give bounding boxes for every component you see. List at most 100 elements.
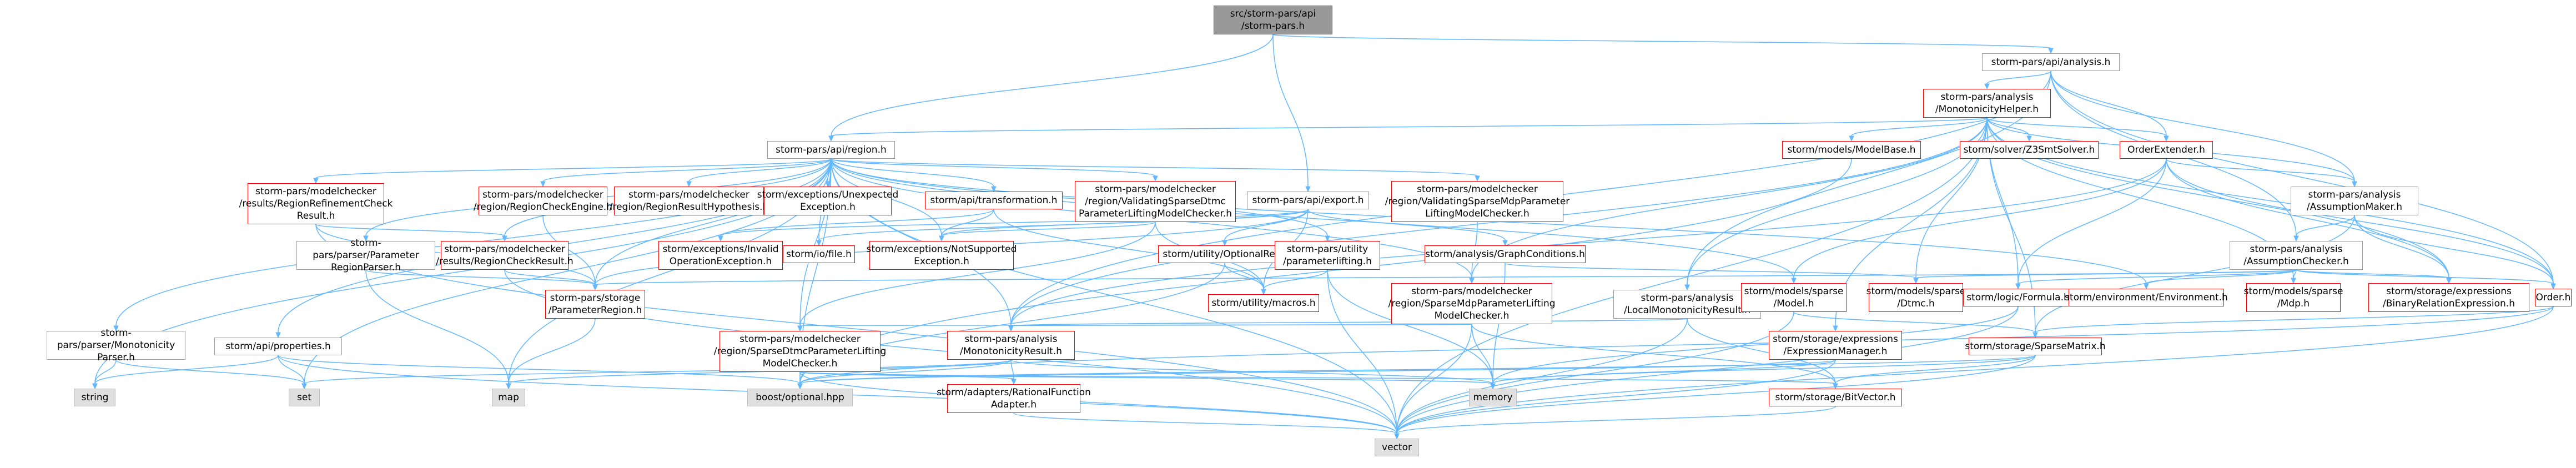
dependency-arrowhead [313,178,319,184]
dependency-arrowhead [1984,83,1990,90]
node-vector[interactable]: vector [1375,439,1419,456]
node-model-base[interactable]: storm/models/ModelBase.h [1782,141,1921,159]
dependency-edge [1010,359,1014,380]
node-io-file-h[interactable]: storm/io/file.h [783,245,855,263]
node-boost-optional[interactable]: boost/optional.hpp [747,389,853,406]
dependency-arrowhead [592,284,598,291]
node-logic-formula[interactable]: storm/logic/Formula.h [1963,289,2073,306]
dependency-arrowhead [1913,278,1919,284]
node-map[interactable]: map [492,389,525,406]
node-parameter-region[interactable]: storm-pars/storage /ParameterRegion.h [545,290,645,319]
dependency-edge [2296,215,2355,236]
dependency-edge [799,359,1012,384]
node-api-region-h[interactable]: storm-pars/api/region.h [767,141,895,159]
node-binary-relation-expression[interactable]: storm/storage/expressions /BinaryRelatio… [2368,283,2529,312]
dependency-edge [831,117,1988,137]
dependency-arrowhead [502,235,507,242]
dependency-edge [2293,269,2297,279]
node-order-h[interactable]: Order.h [2535,289,2572,306]
node-transformation-h[interactable]: storm/api/transformation.h [925,192,1063,209]
dependency-edge [1835,355,2036,384]
node-assumption-maker[interactable]: storm-pars/analysis /AssumptionMaker.h [2291,187,2418,215]
node-invalid-operation-exception[interactable]: storm/exceptions/Invalid OperationExcept… [658,241,783,270]
dependency-edge [720,209,1309,236]
dependency-edge [831,158,1794,279]
dependency-edge [94,355,279,384]
dependency-arrowhead [2032,332,2038,339]
dependency-arrowhead [363,235,369,242]
node-monotonicity-parser[interactable]: storm-pars/parser/Monotonicity Parser.h [47,328,185,363]
dependency-edge [1851,117,1988,137]
dependency-edge [2050,71,2554,284]
dependency-edge [2035,215,2355,333]
dependency-arrowhead [797,383,803,390]
node-optional-ref[interactable]: storm/utility/OptionalRef.h [1158,245,1291,263]
dependency-edge [115,359,305,384]
dependency-arrowhead [2446,278,2452,284]
dependency-arrowhead [1305,186,1311,193]
node-parameter-lifting[interactable]: storm-pars/utility /parameterlifting.h [1275,241,1380,270]
dependency-arrowhead [828,135,834,142]
dependency-edge [941,209,1309,236]
node-rational-function-adapter[interactable]: storm/adapters/RationalFunction Adapter.… [937,384,1091,413]
node-sparse-matrix[interactable]: storm/storage/SparseMatrix.h [1965,338,2106,355]
node-region-check-result[interactable]: storm-pars/modelchecker /results/RegionC… [436,241,573,270]
node-string[interactable]: string [74,389,115,406]
node-not-supported-exception[interactable]: storm/exceptions/NotSupported Exception.… [867,241,1017,270]
node-local-monotonicity-result[interactable]: storm-pars/analysis /LocalMonotonicityRe… [1613,290,1761,319]
node-refinement-check-result[interactable]: storm-pars/modelchecker /results/RegionR… [239,183,393,224]
dependency-edge [1224,209,1309,241]
node-sparse-model[interactable]: storm/models/sparse /Model.h [1741,283,1847,312]
node-utility-macros[interactable]: storm/utility/macros.h [1208,294,1319,312]
node-api-export-h[interactable]: storm-pars/api/export.h [1247,192,1369,209]
node-sparse-mdp[interactable]: storm/models/sparse /Mdp.h [2244,283,2343,312]
node-validating-dtmc-checker[interactable]: storm-pars/modelchecker /region/Validati… [1075,181,1236,222]
node-expression-manager[interactable]: storm/storage/expressions /ExpressionMan… [1769,331,1902,360]
node-root-storm-pars-h[interactable]: src/storm-pars/api /storm-pars.h [1214,6,1332,34]
node-sparse-dtmc-lifting-checker[interactable]: storm-pars/modelchecker /region/SparseDt… [714,331,886,372]
node-region-result-hypothesis[interactable]: storm-pars/modelchecker /region/RegionRe… [610,187,768,215]
node-set[interactable]: set [289,389,320,406]
dependency-arrowhead [2048,48,2054,54]
dependency-arrowhead [1833,325,1838,332]
dependency-edge [941,209,994,236]
dependency-arrowhead [1153,175,1158,182]
node-environment[interactable]: storm/environment/Environment.h [2065,289,2228,306]
node-monotonicity-result[interactable]: storm-pars/analysis /MonotonicityResult.… [947,331,1075,360]
dependency-arrowhead [2164,135,2169,142]
node-api-properties-h[interactable]: storm/api/properties.h [214,338,342,355]
dependency-edge [278,355,305,384]
node-validating-mdp-checker[interactable]: storm-pars/modelchecker /region/Validati… [1385,181,1569,222]
node-bit-vector[interactable]: storm/storage/BitVector.h [1769,389,1902,406]
dependency-arrowhead [92,383,98,390]
dependency-edge [688,158,832,182]
node-sparse-mdp-lifting-checker[interactable]: storm-pars/modelchecker /region/SparseMd… [1388,283,1556,324]
node-api-analysis-h[interactable]: storm-pars/api/analysis.h [1982,53,2120,71]
dependency-arrowhead [686,181,692,188]
node-order-extender[interactable]: OrderExtender.h [2120,141,2213,159]
node-graph-conditions[interactable]: storm/analysis/GraphConditions.h [1425,245,1586,263]
node-z3-solver[interactable]: storm/solver/Z3SmtSolver.h [1960,141,2099,159]
dependency-edge [831,34,1274,137]
dependency-arrowhead [2550,283,2556,290]
dependency-edge [504,269,596,285]
dependency-edge [1492,355,2036,384]
node-unexpected-exception[interactable]: storm/exceptions/Unexpected Exception.h [757,187,898,215]
node-region-check-engine[interactable]: storm-pars/modelchecker /region/RegionCh… [474,187,612,215]
node-memory[interactable]: memory [1469,389,1517,406]
dependency-edge [2354,215,2449,279]
node-sparse-dtmc[interactable]: storm/models/sparse /Dtmc.h [1866,283,1965,312]
dependency-edge [2146,269,2297,284]
node-monotonicity-helper[interactable]: storm-pars/analysis /MonotonicityHelper.… [1923,89,2051,118]
dependency-edge [1986,71,2051,84]
dependency-edge [2017,269,2297,284]
dependency-arrowhead [1222,240,1227,246]
dependency-edge [831,158,1478,177]
dependency-edge [1396,324,1472,434]
node-assumption-checker[interactable]: storm-pars/analysis /AssumptionChecker.h [2230,241,2363,270]
dependency-edge [799,222,1156,326]
dependency-edge [2166,158,2449,279]
dependency-arrowhead [1394,433,1400,440]
node-parameter-region-parser[interactable]: storm-pars/parser/Parameter RegionParser… [296,238,435,273]
